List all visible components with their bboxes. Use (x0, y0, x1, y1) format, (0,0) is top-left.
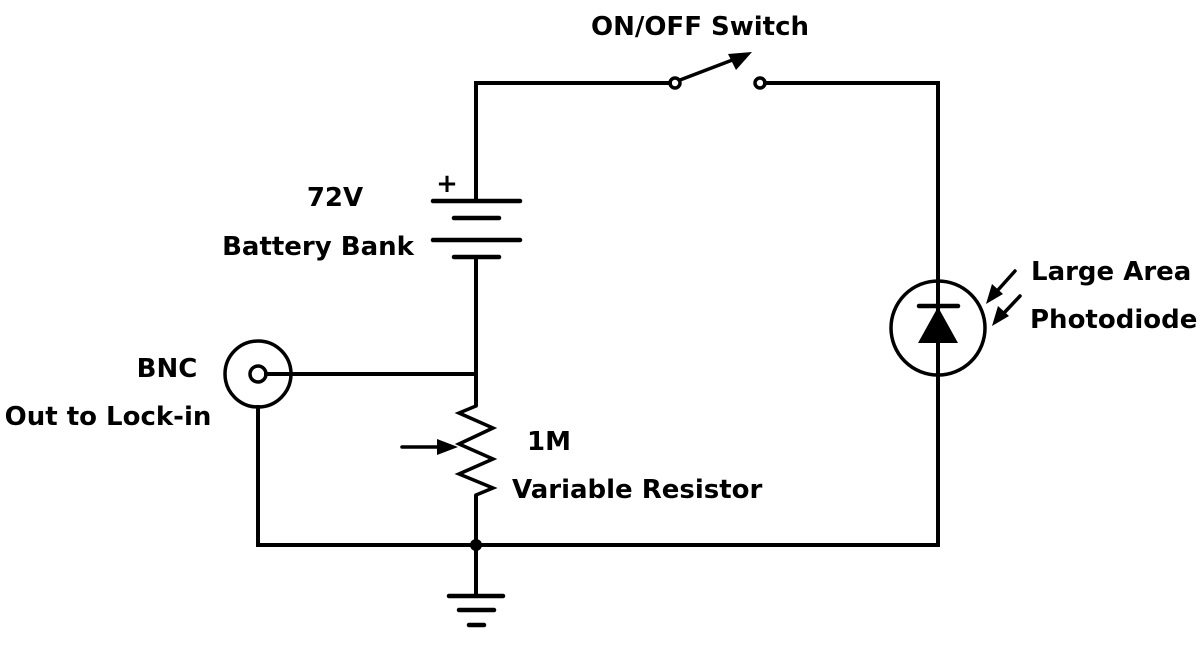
light-arrow-1-shaft (996, 269, 1017, 292)
switch-arm (678, 57, 737, 82)
wiper-arrowhead-icon (437, 439, 458, 455)
battery-name-label: Battery Bank (222, 232, 415, 262)
diode-triangle-icon (918, 307, 958, 343)
bnc-connector (223, 339, 478, 547)
resistor-zigzag (454, 402, 498, 499)
battery-voltage-label: 72V (307, 183, 363, 213)
variable-resistor (400, 402, 498, 547)
bnc-desc-label: Out to Lock-in (5, 402, 212, 432)
battery-bank (430, 188, 523, 260)
resistor-value-label: 1M (527, 427, 571, 457)
ground-symbol-icon (446, 543, 506, 628)
wire-top-right (763, 81, 940, 282)
photodiode-label-line1: Large Area (1031, 257, 1191, 287)
switch-terminal-left (668, 76, 682, 90)
bnc-label: BNC (137, 354, 198, 384)
switch-terminal-right (753, 76, 767, 90)
switch-label: ON/OFF Switch (591, 12, 809, 42)
on-off-switch (668, 52, 767, 90)
bnc-center-pin (248, 364, 268, 384)
switch-arrowhead-icon (728, 52, 752, 70)
light-arrow-2-icon (992, 306, 1009, 326)
photodiode-label-line2: Photodiode (1030, 305, 1197, 335)
battery-plus-sign: + (436, 169, 458, 199)
light-arrow-2-shaft (1002, 294, 1022, 315)
wire-top-left (474, 81, 672, 192)
photodiode (889, 269, 1022, 378)
light-arrow-1-icon (986, 284, 1003, 304)
resistor-name-label: Variable Resistor (512, 475, 763, 505)
wire-bottom (256, 374, 940, 551)
